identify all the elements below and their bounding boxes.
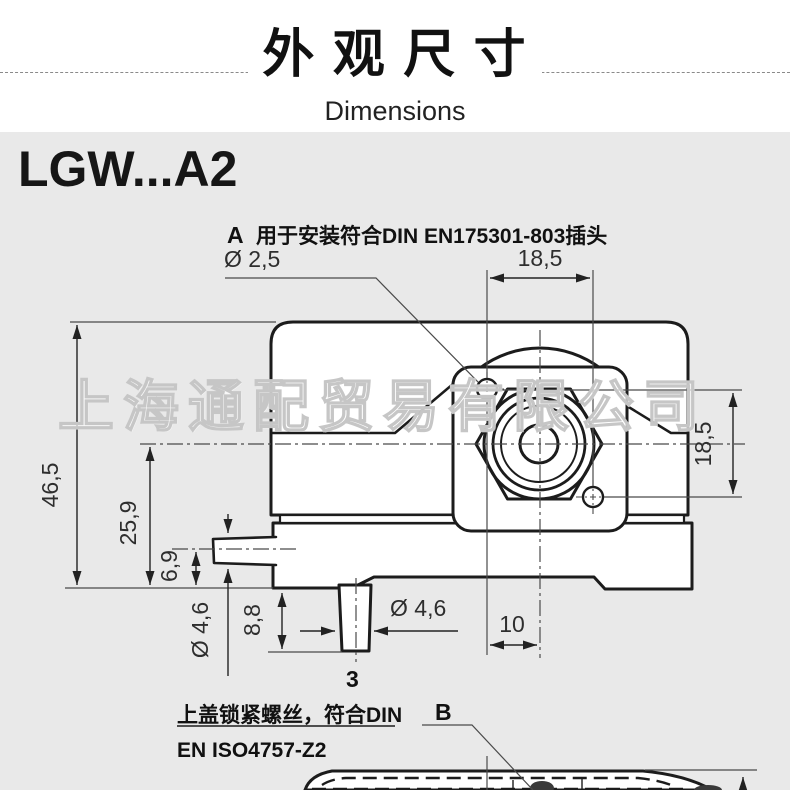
cover-screw-note-line2: EN ISO4757-Z2 (177, 739, 326, 762)
bottom-view-hidden-edge-1 (321, 776, 672, 787)
model-heading: LGW...A2 (18, 141, 238, 197)
page-title: 外 观 尺 寸 (0, 12, 790, 87)
cover-screw-label: B (435, 699, 452, 725)
vent-nipple (211, 535, 278, 567)
dim-nipple-dia: Ø 4,6 (187, 602, 213, 658)
dim-testport-offset: 10 (499, 611, 525, 637)
leader-plug-hole (225, 277, 480, 384)
bottom-view-outline (303, 769, 716, 790)
dim-testport-length: 8,8 (239, 604, 265, 636)
page-subtitle: Dimensions (324, 96, 466, 126)
dim-total-height: 46,5 (37, 463, 63, 508)
dim-plug-pitch-y: 18,5 (690, 422, 716, 467)
lower-block (271, 521, 694, 591)
test-port-tube (337, 583, 373, 653)
plug-note: 用于安装符合DIN EN175301-803插头 (256, 224, 607, 248)
body-face-lines (269, 382, 690, 435)
plug-label: A (227, 222, 244, 248)
test-port-label: 3 (346, 666, 359, 692)
dim-axis-height: 25,9 (115, 501, 141, 546)
dim-testport-dia: Ø 4,6 (390, 595, 446, 621)
dim-nipple-axis: 6,9 (156, 550, 182, 582)
dim-plug-pitch-x: 18,5 (518, 245, 563, 271)
leader-cover-screw (422, 724, 534, 790)
cover-screw-head (530, 781, 554, 790)
plug-hole-dia-label: Ø 2,5 (224, 246, 280, 272)
cover-screw-head-2 (694, 785, 722, 790)
cover-screw-note-line1: 上盖锁紧螺丝，符合DIN (177, 703, 402, 727)
